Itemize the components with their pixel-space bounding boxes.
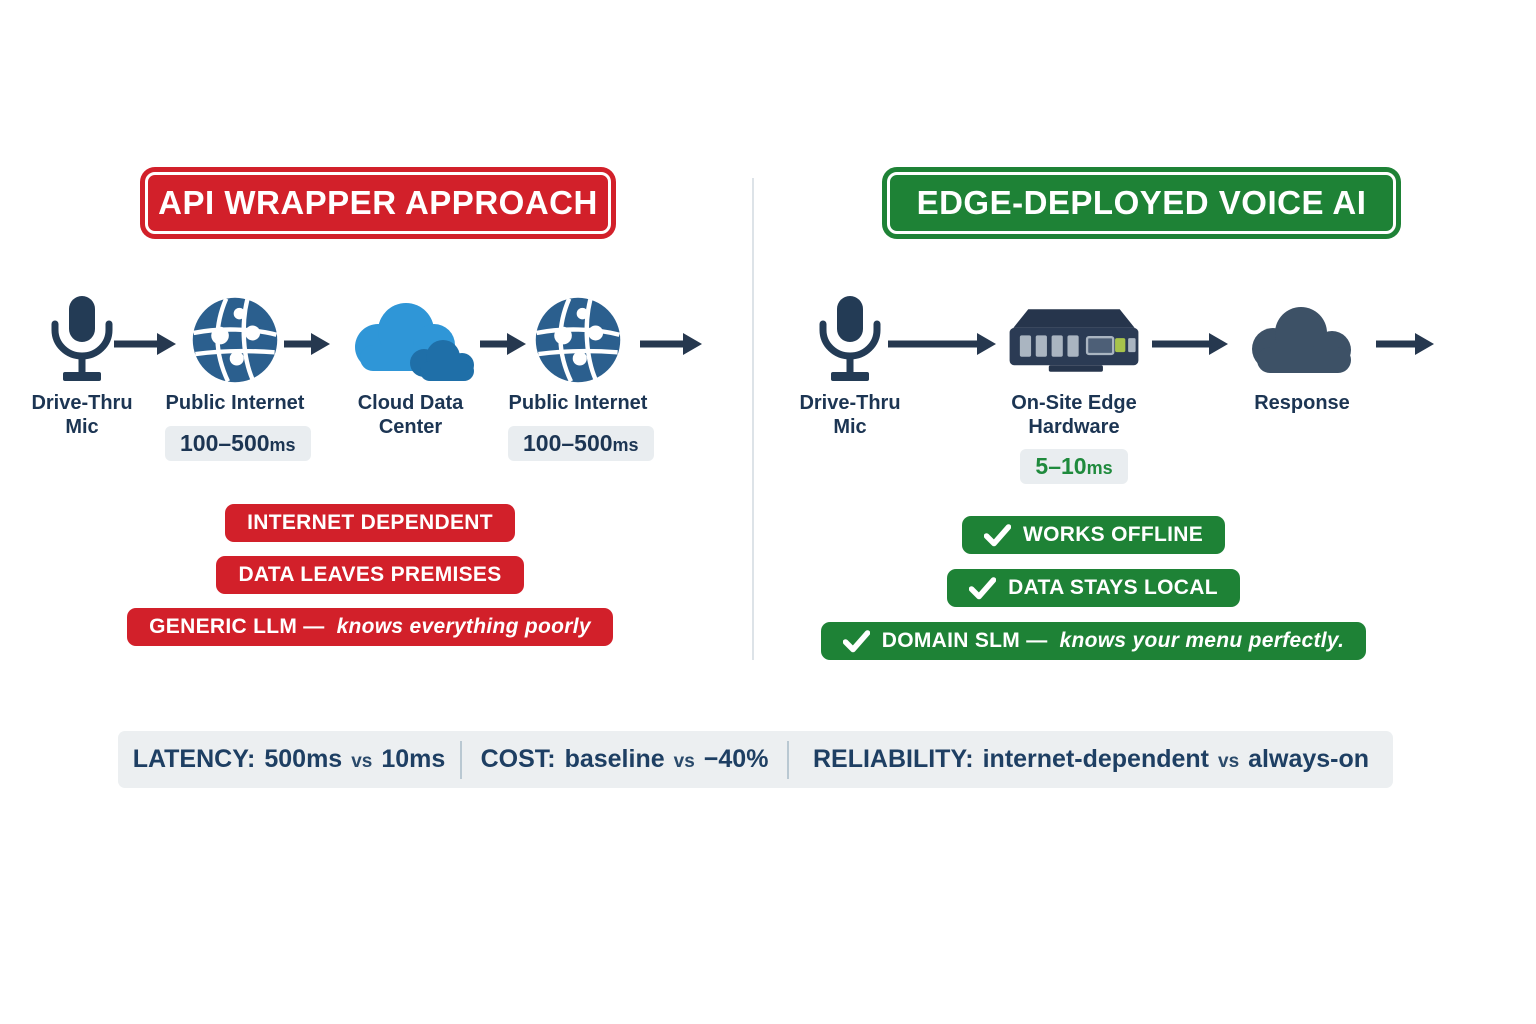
node-public-internet-2: Public Internet 100–500ms [508,292,654,461]
node-label: Drive-Thru Mic [799,392,901,438]
node-drive-thru-mic-left: Drive-Thru Mic [24,292,140,439]
latency-badge: 100–500ms [508,425,654,461]
arrow-right-icon [888,333,996,355]
stat-reliability: RELIABILITY: internet-dependent vs alway… [812,745,1370,773]
arrow-right-icon [1152,333,1228,355]
right-column-header: EDGE-DEPLOYED VOICE AI [887,172,1396,234]
stat-latency: LATENCY: 500ms vs 10ms [132,745,446,773]
badge-domain-slm: DOMAIN SLM — knows your menu perfectly. [820,622,1367,660]
stats-divider [787,740,789,779]
node-label: On-Site Edge Hardware [1011,392,1137,438]
cloud-icon [1239,292,1365,388]
latency-badge: 100–500ms [165,425,311,461]
column-divider [752,178,754,660]
arrow-right-icon [284,333,330,355]
arrow-right-icon [114,333,176,355]
check-icon [842,629,870,653]
node-drive-thru-mic-right: Drive-Thru Mic [792,292,908,439]
microphone-icon [792,292,908,388]
right-column-title: EDGE-DEPLOYED VOICE AI [916,184,1367,221]
globe-icon [508,292,648,388]
left-column-header: API WRAPPER APPROACH [145,172,611,234]
stats-bar: LATENCY: 500ms vs 10ms COST: baseline vs… [118,731,1393,788]
cloud-data-center-icon [333,292,488,388]
badge-generic-llm: GENERIC LLM — knows everything poorly [127,608,613,646]
node-public-internet-1: Public Internet 100–500ms [165,292,311,461]
stats-divider [460,740,462,779]
check-icon [983,523,1011,547]
globe-icon [165,292,305,388]
node-label: Response [1254,392,1350,414]
arrow-right-icon [640,333,702,355]
badge-works-offline: WORKS OFFLINE [961,516,1226,554]
node-label: Public Internet [508,392,648,414]
node-cloud-data-center: Cloud Data Center [333,292,488,439]
badge-internet-dependent: INTERNET DEPENDENT [225,504,515,542]
latency-badge: 5–10ms [1020,449,1128,485]
stat-cost: COST: baseline vs −40% [480,745,769,773]
left-badges-column: INTERNET DEPENDENT DATA LEAVES PREMISES … [127,504,613,646]
check-icon [969,576,997,600]
badge-data-leaves-premises: DATA LEAVES PREMISES [216,556,524,594]
node-label: Cloud Data Center [357,392,464,438]
edge-server-icon [994,292,1154,388]
left-column-title: API WRAPPER APPROACH [158,184,598,221]
node-response: Response [1239,292,1365,416]
arrow-right-icon [480,333,526,355]
node-label: Public Internet [165,392,305,414]
badge-data-stays-local: DATA STAYS LOCAL [947,569,1240,607]
node-label: Drive-Thru Mic [31,392,133,438]
microphone-icon [24,292,140,388]
node-on-site-edge-hardware: On-Site Edge Hardware 5–10ms [994,292,1154,485]
arrow-right-icon [1376,333,1434,355]
right-badges-column: WORKS OFFLINE DATA STAYS LOCAL DOMAIN SL… [820,516,1367,660]
